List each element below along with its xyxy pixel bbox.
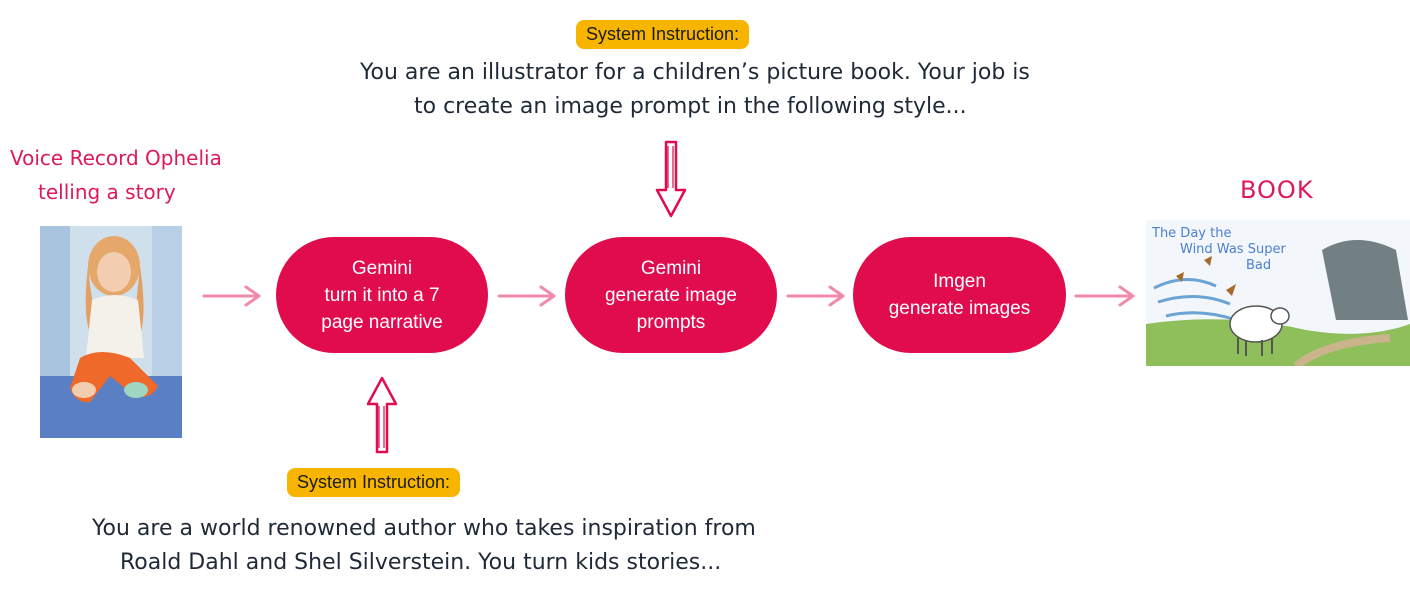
step-gemini-image-prompts-line-3: prompts [636,311,706,333]
top-system-instruction-badge: System Instruction: [576,20,750,49]
bottom-system-instruction-badge: System Instruction: [287,468,461,497]
ophelia-illustration [40,226,182,438]
voice-record-label-line-2: telling a story [38,180,176,204]
arrow-right-4 [1074,285,1135,307]
arrow-right-1 [202,285,261,307]
top-instruction-line-1: You are an illustrator for a children’s … [360,60,1030,85]
step-imgen-line-1: Imgen [933,271,986,292]
step-imgen-line-2: generate images [888,298,1031,319]
bottom-instruction-line-2: Roald Dahl and Shel Silverstein. You tur… [120,550,722,575]
top-instruction-line-2: to create an image prompt in the followi… [414,94,967,119]
book-cover-title-line-3: Bad [1246,258,1272,273]
book-cover-title-line-2: Wind Was Super [1180,242,1286,257]
book-cover-illustration [1146,220,1410,366]
step-gemini-narrative-line-2: turn it into a 7 [324,284,440,306]
book-cover-title-line-1: The Day the [1152,226,1232,241]
step-gemini-narrative: Gemini turn it into a 7 page narrative [276,237,488,353]
step-gemini-image-prompts-line-1: Gemini [640,257,702,279]
arrow-down-into-step-2 [655,140,687,218]
step-gemini-narrative-line-1: Gemini [351,257,413,279]
bottom-instruction-line-1: You are a world renowned author who take… [92,516,756,541]
step-gemini-image-prompts-line-2: generate image [604,284,738,306]
step-gemini-narrative-line-3: page narrative [321,311,443,333]
book-cover-title: The Day the Wind Was Super Bad [1152,226,1286,274]
step-gemini-image-prompts: Gemini generate image prompts [565,237,777,353]
arrow-up-into-step-1 [366,376,398,454]
voice-record-label-line-1: Voice Record Ophelia [10,146,222,170]
book-cover: The Day the Wind Was Super Bad [1146,220,1410,366]
book-label: BOOK [1240,176,1314,204]
arrow-right-2 [497,285,556,307]
arrow-right-3 [786,285,845,307]
step-imgen-generate-images: Imgen generate images [853,237,1066,353]
